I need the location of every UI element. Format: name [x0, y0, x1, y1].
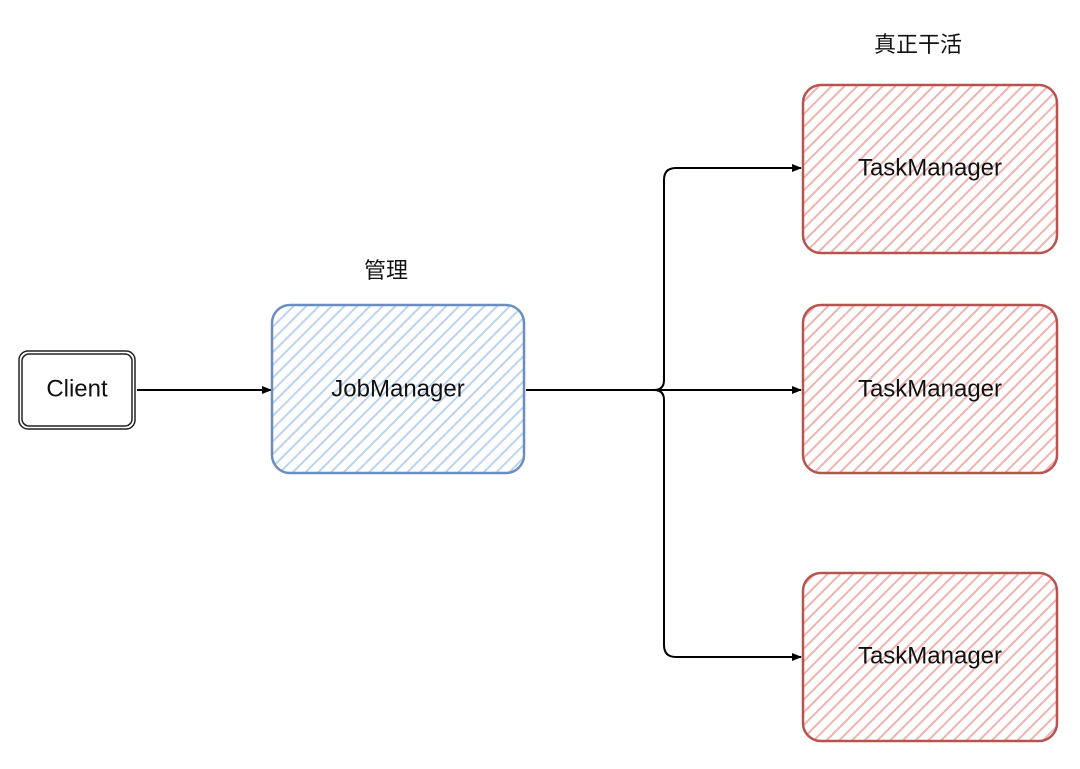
taskmanager-node-2[interactable]: TaskManager [801, 303, 1059, 475]
taskmanager-box [801, 303, 1059, 475]
client-label: Client [46, 375, 108, 402]
taskmanager-box [801, 83, 1059, 255]
edges [137, 164, 802, 661]
taskmanager-caption: 真正干活 [874, 33, 962, 58]
edge-jobmanager-to-taskmanager-1 [526, 164, 802, 391]
jobmanager-label: JobManager [331, 375, 464, 402]
taskmanager-label: TaskManager [858, 375, 1002, 402]
jobmanager-box [270, 303, 526, 475]
taskmanager-node-3[interactable]: TaskManager [801, 571, 1059, 743]
taskmanager-box [801, 571, 1059, 743]
taskmanager-label: TaskManager [858, 642, 1002, 669]
taskmanager-label: TaskManager [858, 154, 1002, 181]
taskmanager-node-1[interactable]: TaskManager [801, 83, 1059, 255]
client-node[interactable]: Client [18, 350, 136, 430]
jobmanager-caption: 管理 [364, 259, 408, 284]
jobmanager-node[interactable]: JobManager [270, 303, 526, 475]
edge-jobmanager-to-taskmanager-3 [526, 389, 802, 661]
